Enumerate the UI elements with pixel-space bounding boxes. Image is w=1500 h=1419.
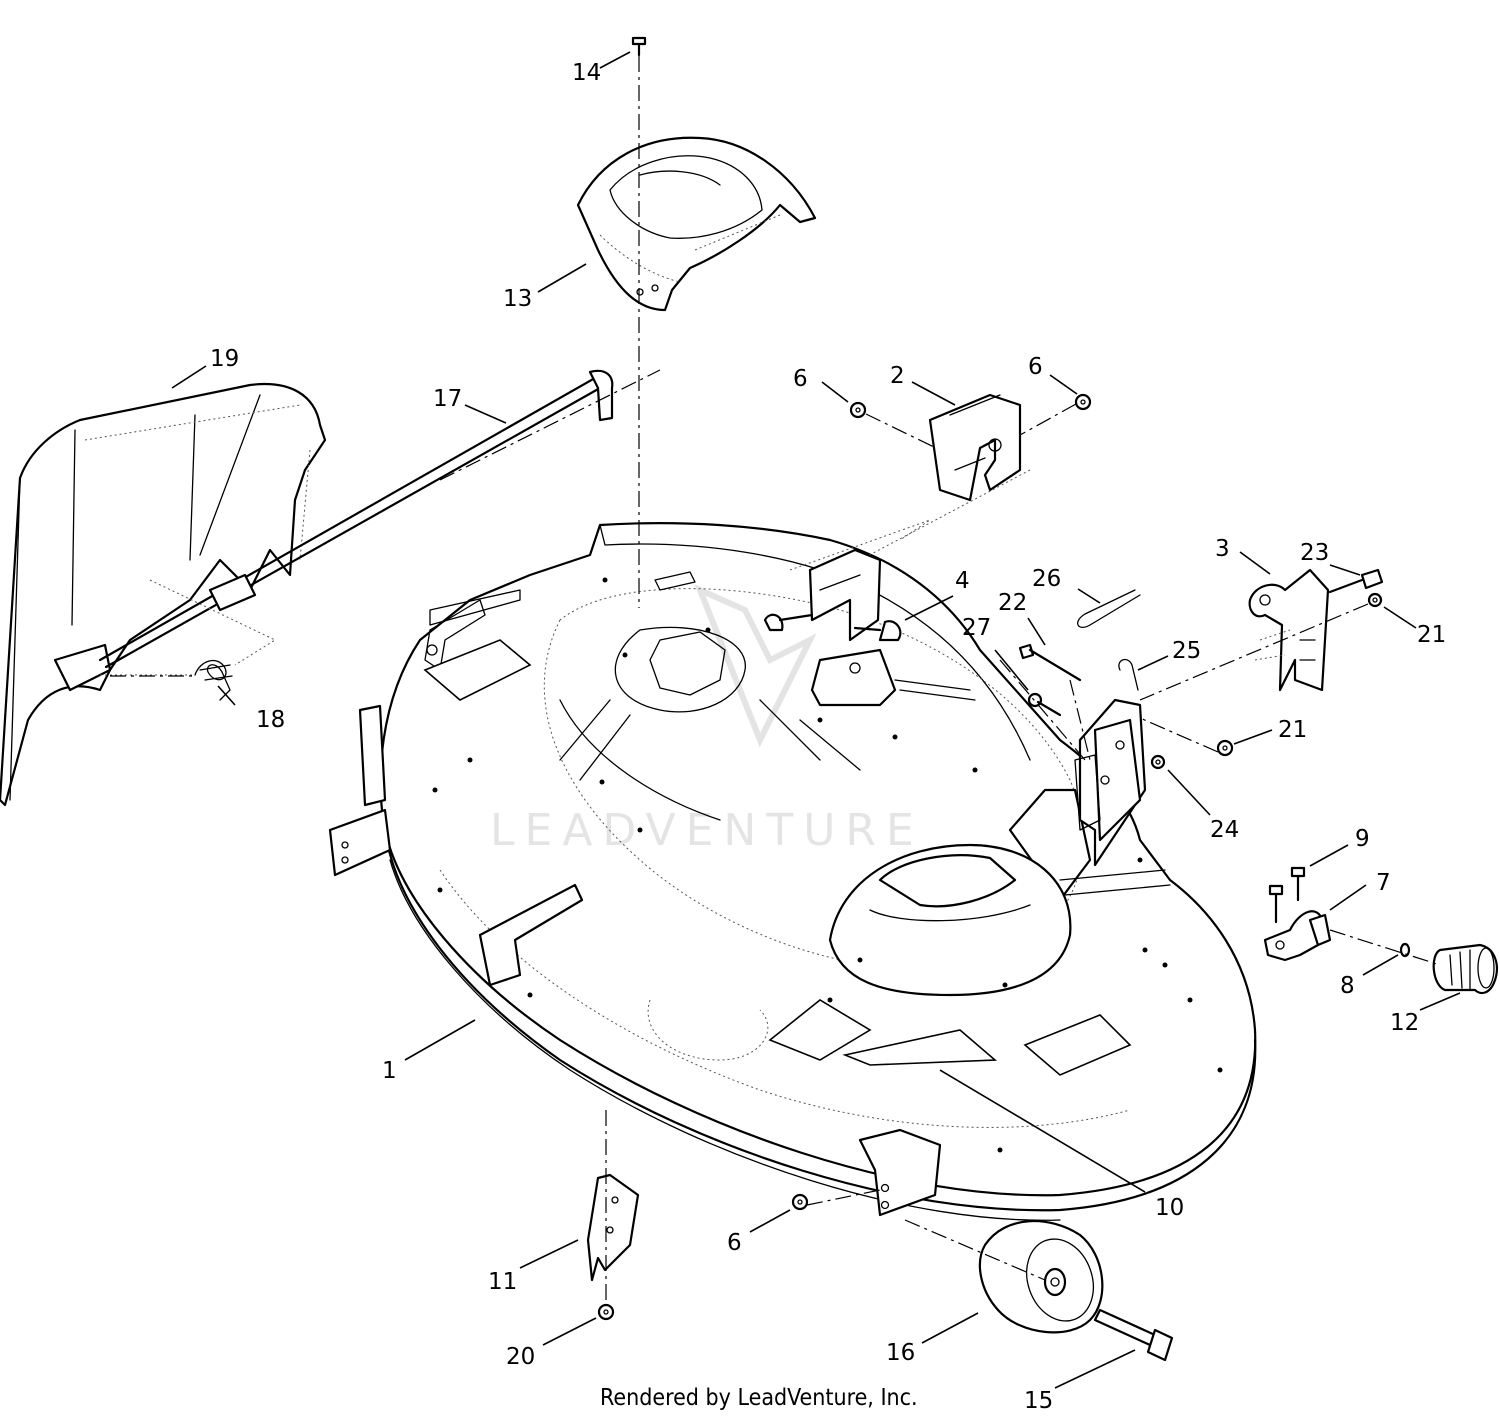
mount-bracket-2 bbox=[928, 393, 1022, 502]
pin-4 bbox=[853, 620, 902, 642]
clip-25 bbox=[1118, 658, 1139, 691]
callout-24: 24 bbox=[1210, 817, 1239, 843]
screw-9-b bbox=[1268, 884, 1284, 924]
callout-18: 18 bbox=[256, 707, 285, 733]
callout-8: 8 bbox=[1340, 973, 1355, 999]
callout-6-left: 6 bbox=[793, 366, 808, 392]
callout-16: 16 bbox=[886, 1340, 915, 1366]
callout-9: 9 bbox=[1355, 826, 1370, 852]
axis-22 bbox=[999, 659, 1091, 761]
nut-6-lower bbox=[791, 1193, 809, 1211]
hinge-bracket bbox=[1074, 698, 1147, 867]
callout-11: 11 bbox=[488, 1269, 517, 1295]
footer-credit: Rendered by LeadVenture, Inc. bbox=[600, 1385, 918, 1411]
callout-3: 3 bbox=[1215, 536, 1230, 562]
axis-3 bbox=[1139, 603, 1369, 701]
callout-21-top: 21 bbox=[1417, 622, 1446, 648]
washer-8 bbox=[1399, 942, 1411, 958]
pin-27 bbox=[1027, 692, 1062, 717]
mount-bracket-3 bbox=[1248, 568, 1330, 692]
axis-16 bbox=[904, 1219, 1046, 1281]
callout-26: 26 bbox=[1032, 566, 1061, 592]
nut-6-left bbox=[849, 401, 867, 419]
axis-17 bbox=[439, 369, 661, 481]
callouts: 14 13 19 17 6 2 6 3 23 21 4 26 22 27 25 … bbox=[210, 60, 1446, 1414]
fitting-7 bbox=[1263, 910, 1332, 962]
pin-26 bbox=[1077, 589, 1141, 629]
callout-12: 12 bbox=[1390, 1010, 1419, 1036]
callout-20: 20 bbox=[506, 1344, 535, 1370]
callout-17: 17 bbox=[433, 386, 462, 412]
bolt-14 bbox=[631, 36, 647, 57]
axis-2 bbox=[865, 403, 1077, 449]
callout-21-lower: 21 bbox=[1278, 717, 1307, 743]
axis-6-lower bbox=[806, 1189, 881, 1206]
screw-9-a bbox=[1290, 866, 1306, 902]
pin-4-left bbox=[763, 613, 814, 632]
knob-12 bbox=[1432, 943, 1498, 995]
nut-21-lower bbox=[1216, 739, 1234, 757]
callout-23: 23 bbox=[1300, 540, 1329, 566]
callout-7: 7 bbox=[1376, 870, 1391, 896]
callout-6-right: 6 bbox=[1028, 354, 1043, 380]
nut-20 bbox=[597, 1303, 615, 1321]
callout-27: 27 bbox=[962, 615, 991, 641]
callout-2: 2 bbox=[890, 363, 905, 389]
callout-6-lower: 6 bbox=[727, 1230, 742, 1256]
axis-21 bbox=[1139, 717, 1219, 753]
callout-22: 22 bbox=[998, 590, 1027, 616]
callout-13: 13 bbox=[503, 286, 532, 312]
callout-15: 15 bbox=[1024, 1388, 1053, 1414]
deck-housing bbox=[328, 522, 1257, 1221]
leader-lines bbox=[171, 51, 1461, 1389]
watermark-text: LEADVENTURE bbox=[490, 805, 924, 856]
discharge-cover-13 bbox=[576, 136, 817, 312]
bracket-2-hidden bbox=[789, 469, 1031, 571]
axle-bolt-15 bbox=[1093, 1308, 1174, 1362]
callout-4: 4 bbox=[955, 568, 970, 594]
callout-25: 25 bbox=[1172, 638, 1201, 664]
washer-24 bbox=[1150, 754, 1166, 770]
discharge-chute-19 bbox=[0, 382, 327, 807]
bracket-11 bbox=[586, 1173, 640, 1282]
bolt-23 bbox=[1328, 568, 1384, 594]
pin-22 bbox=[1018, 643, 1082, 682]
nut-6-right bbox=[1074, 393, 1092, 411]
callout-10: 10 bbox=[1155, 1195, 1184, 1221]
axis-7 bbox=[1329, 929, 1441, 966]
callout-14: 14 bbox=[572, 60, 601, 86]
deck-bracket-4 bbox=[808, 548, 882, 642]
callout-1: 1 bbox=[382, 1058, 397, 1084]
spring-18 bbox=[194, 659, 233, 701]
wheel-16 bbox=[978, 1219, 1104, 1334]
chute-rod-17 bbox=[98, 369, 614, 669]
callout-19: 19 bbox=[210, 346, 239, 372]
nut-21-top bbox=[1367, 592, 1383, 608]
chute-hidden-lines bbox=[100, 579, 277, 676]
